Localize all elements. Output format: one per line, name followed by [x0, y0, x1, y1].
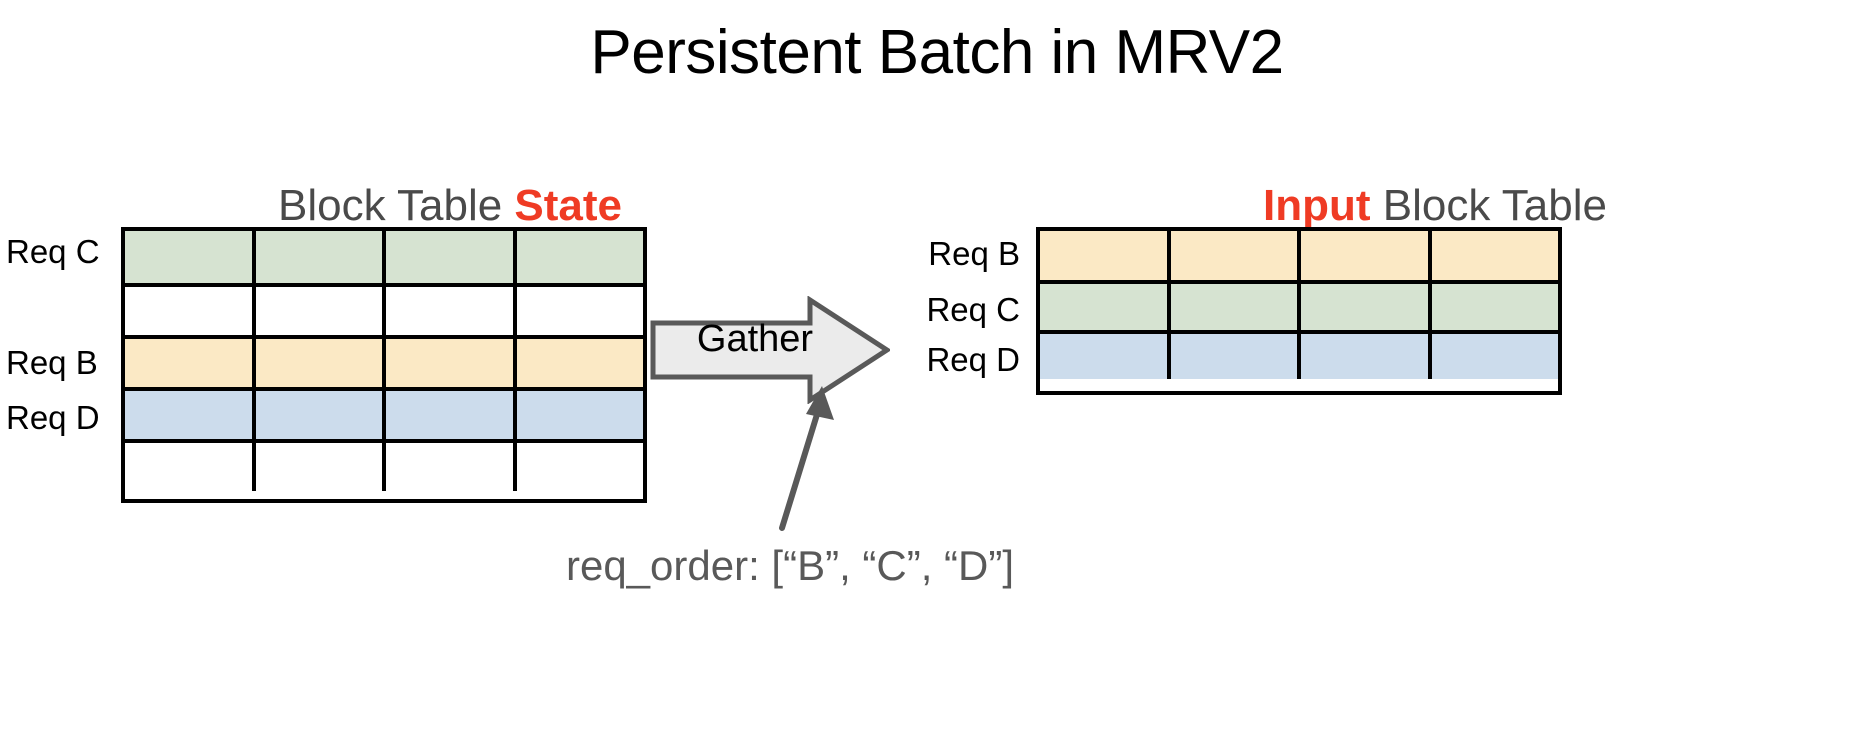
table-cell	[512, 231, 643, 283]
page-title: Persistent Batch in MRV2	[590, 18, 1284, 87]
table-cell	[125, 287, 252, 335]
table-cell	[251, 231, 382, 283]
state-table-heading: Block Table State	[140, 180, 760, 232]
table-cell	[1040, 333, 1167, 379]
table-cell	[125, 391, 252, 439]
input-table-heading: Input Block Table	[1090, 180, 1780, 232]
input-heading-accent: Input	[1263, 181, 1371, 230]
table-cell	[512, 391, 643, 439]
table-cell	[382, 287, 513, 335]
table-cell	[1297, 231, 1428, 281]
table-cell	[251, 339, 382, 387]
table-row	[1040, 329, 1558, 379]
table-row	[1040, 280, 1558, 330]
state-heading-plain: Block Table	[277, 181, 515, 230]
state-heading-accent: State	[514, 181, 623, 230]
table-cell	[125, 443, 252, 491]
table-cell	[1040, 284, 1167, 330]
table-row	[125, 283, 643, 335]
req-order-caption: req_order: [“B”, “C”, “D”]	[565, 542, 1015, 589]
table-cell	[382, 231, 513, 283]
table-cell	[512, 443, 643, 491]
input-block-table	[1036, 227, 1562, 395]
block-table-state	[121, 227, 647, 503]
table-cell	[512, 339, 643, 387]
table-cell	[1040, 231, 1167, 281]
input-row-label-req-d: Req D	[926, 341, 1020, 378]
table-cell	[382, 339, 513, 387]
table-cell	[1297, 284, 1428, 330]
table-cell	[382, 391, 513, 439]
table-cell	[251, 391, 382, 439]
table-cell	[125, 231, 252, 283]
gather-arrow	[650, 296, 890, 404]
table-cell	[125, 339, 252, 387]
req-order-pointer-arrow	[760, 382, 850, 532]
table-cell	[251, 287, 382, 335]
table-cell	[382, 443, 513, 491]
table-cell	[1166, 333, 1297, 379]
table-cell	[1166, 284, 1297, 330]
state-row-label-req-c: Req C	[6, 233, 100, 270]
input-row-label-req-b: Req B	[928, 235, 1020, 272]
table-cell	[251, 443, 382, 491]
table-row	[125, 231, 643, 283]
state-row-label-req-b: Req B	[6, 344, 98, 381]
table-cell	[1427, 231, 1558, 281]
table-cell	[1427, 333, 1558, 379]
table-cell	[1166, 231, 1297, 281]
table-row	[125, 439, 643, 491]
state-row-label-req-d: Req D	[6, 399, 100, 436]
table-row	[125, 387, 643, 439]
input-heading-plain: Block Table	[1370, 181, 1607, 230]
input-row-label-req-c: Req C	[926, 291, 1020, 328]
table-cell	[1427, 284, 1558, 330]
table-cell	[1297, 333, 1428, 379]
table-cell	[512, 287, 643, 335]
table-row	[125, 335, 643, 387]
table-row	[1040, 231, 1558, 281]
